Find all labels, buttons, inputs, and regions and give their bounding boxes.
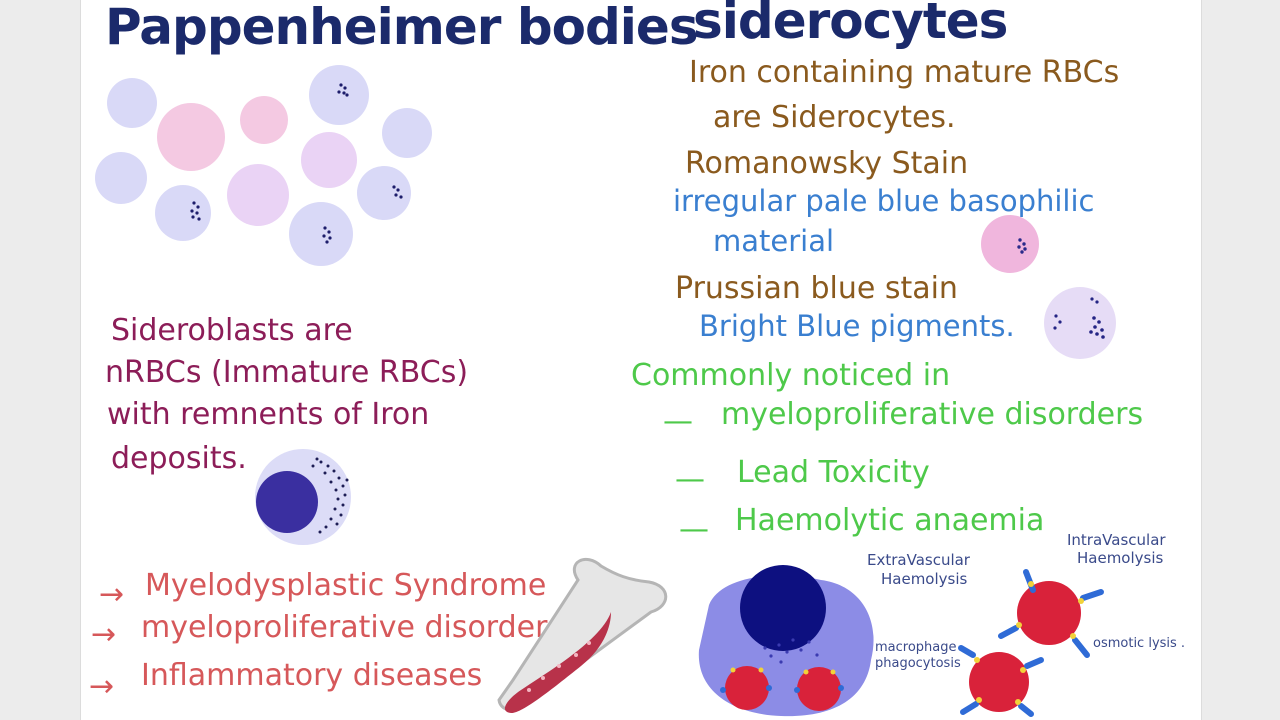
- macrophage-label-line1: macrophage: [875, 640, 957, 655]
- list-dash-2: —: [675, 462, 705, 497]
- arrow-3: →: [89, 669, 115, 704]
- romanowsky-stain-label: Romanowsky Stain: [685, 146, 969, 181]
- bone-marrow-illustration: [497, 557, 668, 714]
- siderocyte-stain-cells: [981, 215, 1116, 359]
- commonly-item-2: Lead Toxicity: [737, 455, 930, 490]
- extravascular-label-line2: Haemolysis: [881, 570, 968, 588]
- arrow-2: →: [91, 617, 117, 652]
- siderocytes-definition-line1: Iron containing mature RBCs: [689, 55, 1120, 90]
- commonly-noticed-heading: Commonly noticed in: [631, 358, 951, 393]
- macrophage-label-line2: phagocytosis: [875, 656, 961, 671]
- whiteboard-page: Pappenheimer bodies siderocytes Iron con…: [80, 0, 1202, 720]
- commonly-item-1: myeloproliferative disorders: [721, 397, 1144, 432]
- sideroblasts-line1: Sideroblasts are: [111, 313, 353, 348]
- prussian-blue-description: Bright Blue pigments.: [699, 309, 1015, 343]
- pappenheimer-heading: Pappenheimer bodies: [105, 0, 699, 56]
- pappenheimer-cells-illustration: [95, 65, 432, 266]
- sideroblasts-line2: nRBCs (Immature RBCs): [105, 355, 469, 390]
- arrow-1: →: [99, 577, 125, 612]
- intravascular-label-line1: IntraVascular: [1067, 531, 1166, 549]
- list-dash-1: —: [663, 404, 693, 439]
- osmotic-lysis-label: osmotic lysis .: [1093, 636, 1186, 651]
- cause-item-2: myeloproliferative disorders: [141, 610, 564, 645]
- siderocytes-definition-line2: are Siderocytes.: [713, 100, 956, 135]
- cause-item-1: Myelodysplastic Syndrome: [145, 568, 547, 603]
- extravascular-label-line1: ExtraVascular: [867, 551, 970, 569]
- sideroblasts-line3: with remnents of Iron: [107, 397, 430, 432]
- romanowsky-description-line2: material: [713, 224, 835, 258]
- cause-item-3: Inflammatory diseases: [141, 658, 483, 693]
- commonly-item-3: Haemolytic anaemia: [735, 503, 1045, 538]
- haemolysis-illustration: [698, 565, 1104, 717]
- intravascular-label-line2: Haemolysis: [1077, 549, 1164, 567]
- sideroblast-illustration: [255, 449, 351, 545]
- prussian-blue-stain-label: Prussian blue stain: [675, 271, 958, 306]
- sideroblasts-line4: deposits.: [111, 441, 247, 476]
- list-dash-3: —: [679, 512, 709, 547]
- romanowsky-description-line1: irregular pale blue basophilic: [673, 184, 1095, 218]
- siderocytes-heading: siderocytes: [693, 0, 1008, 50]
